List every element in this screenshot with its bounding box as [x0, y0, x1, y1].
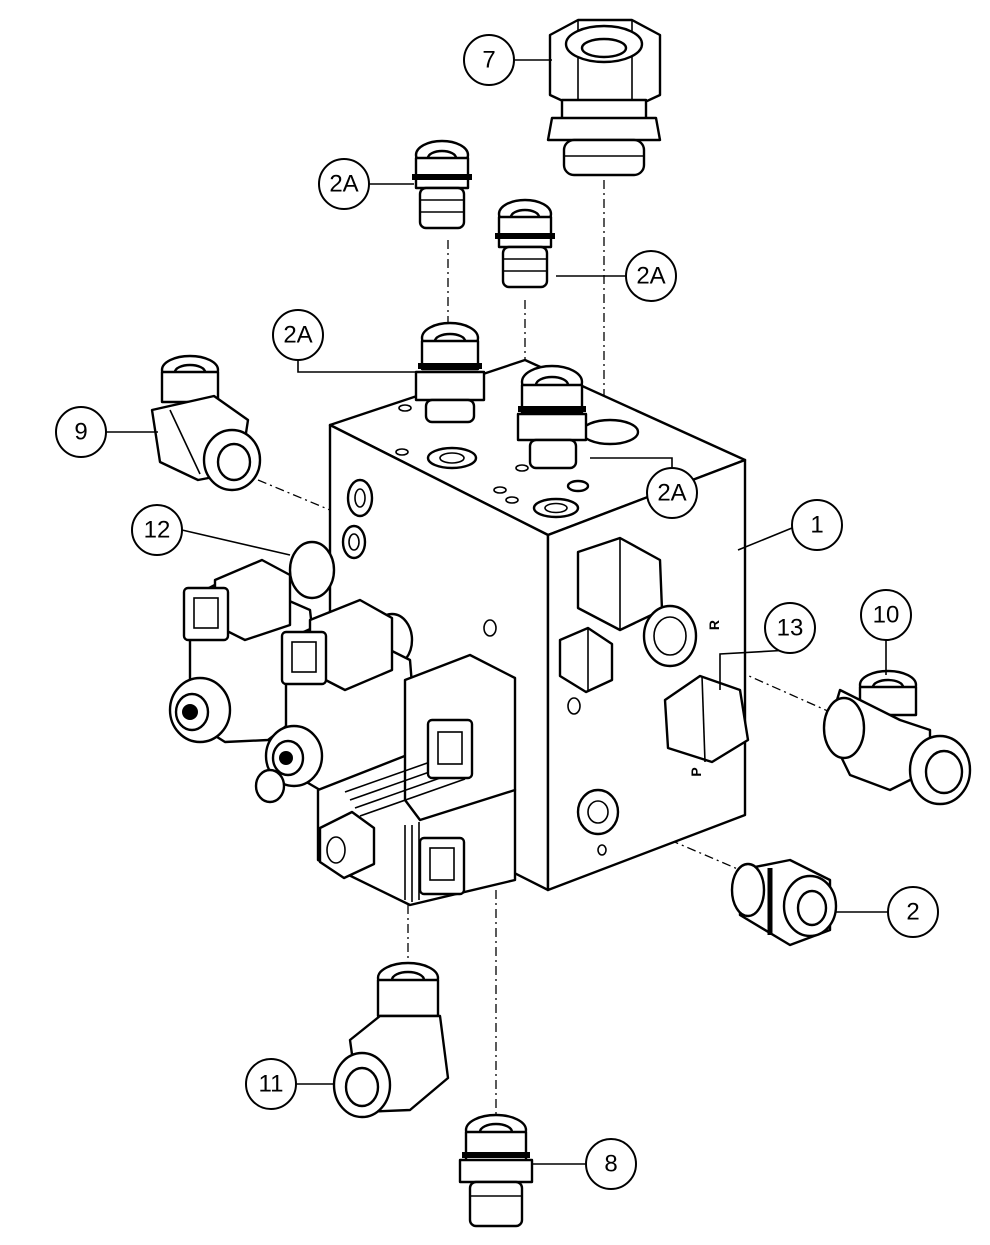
callout-2a-mid-right-label: 2A: [657, 480, 686, 507]
callout-13-label: 13: [777, 615, 804, 642]
fitting-8-adapter: [458, 1113, 534, 1228]
hex-plug-middle: [558, 626, 614, 694]
callout-12-label: 12: [144, 517, 171, 544]
callout-1: 1: [791, 499, 843, 551]
fitting-2a-top-right: [495, 198, 555, 289]
callout-2a-mid-right: 2A: [646, 467, 698, 519]
callout-10-label: 10: [873, 602, 900, 629]
solenoid-stack: [168, 540, 517, 907]
callout-2a-mid-left-label: 2A: [283, 322, 312, 349]
fitting-2a-mid-right: [516, 364, 588, 470]
callout-11-label: 11: [259, 1071, 284, 1098]
callout-2a-top-left-label: 2A: [329, 171, 358, 198]
fitting-11-elbow: [332, 961, 450, 1119]
callout-2a-top-right-label: 2A: [636, 263, 665, 290]
callout-13: 13: [764, 602, 816, 654]
callout-2a-top-right: 2A: [625, 250, 677, 302]
callout-9: 9: [55, 406, 107, 458]
solenoid-coil-middle: [254, 598, 420, 804]
hex-plug-lower: [663, 674, 750, 764]
fitting-9-elbow: [150, 354, 262, 492]
fitting-10-tee: [822, 669, 972, 806]
seal-ring: [642, 604, 698, 668]
callout-8: 8: [585, 1138, 637, 1190]
fitting-2a-top-left: [412, 139, 472, 230]
callout-2-label: 2: [906, 899, 919, 926]
port-mark-p: P: [688, 767, 704, 776]
callout-8-label: 8: [604, 1151, 617, 1178]
callout-9-label: 9: [74, 419, 87, 446]
port-mark-r: R: [706, 620, 722, 630]
callout-7-label: 7: [482, 47, 495, 74]
fitting-2-adapter: [730, 858, 838, 947]
callout-2a-top-left: 2A: [318, 158, 370, 210]
callout-10: 10: [860, 589, 912, 641]
fitting-2a-mid-left: [414, 321, 486, 424]
callout-11: 11: [245, 1058, 297, 1110]
callout-7: 7: [463, 34, 515, 86]
callout-12: 12: [131, 504, 183, 556]
proportional-valve: [316, 653, 517, 907]
callout-1-label: 1: [810, 512, 823, 539]
fitting-7-swivel-adapter: [546, 18, 662, 177]
solenoid-coil-left: [168, 558, 322, 744]
callout-2a-mid-left: 2A: [272, 309, 324, 361]
callout-2: 2: [887, 886, 939, 938]
